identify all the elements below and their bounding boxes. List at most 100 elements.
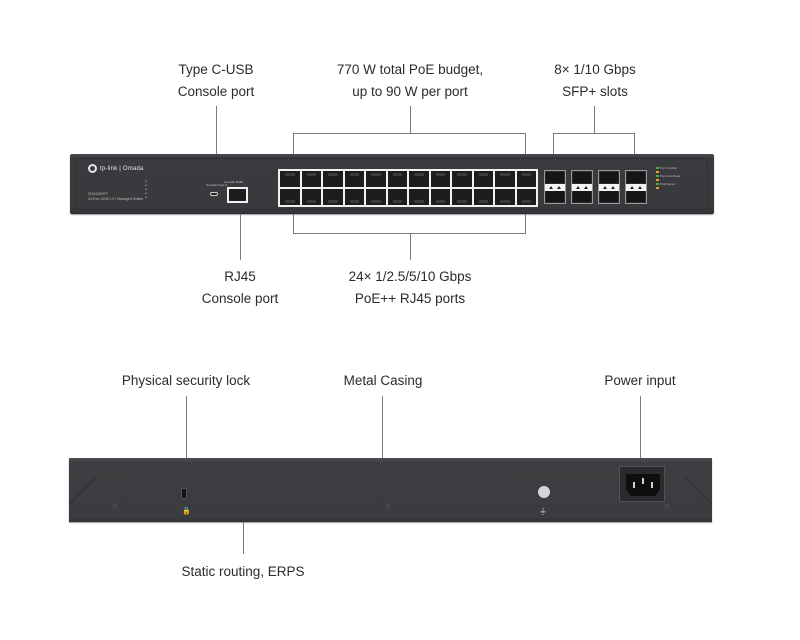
sfp-cage-4 (625, 170, 647, 204)
callout-usb-console: Type C-USB Console port (178, 59, 255, 103)
callout-rj45-ports: 24× 1/2.5/5/10 Gbps PoE++ RJ45 ports (349, 266, 472, 310)
rj45-ports-group-1 (278, 169, 409, 207)
bracket-sfp-right (634, 133, 635, 161)
rj45-port (452, 189, 472, 205)
bracket-rj45-left (293, 214, 294, 233)
rj45-console-label: Console RJ45 (224, 180, 243, 184)
leader-rj45-ports (410, 233, 411, 260)
system-leds: ●●●●● (145, 179, 147, 199)
callout-rj45-ports-line2: PoE++ RJ45 ports (354, 291, 466, 306)
rj45-port (301, 171, 321, 187)
leader-metal-casing (382, 396, 383, 462)
led-legend: Port Link/Act Port Link Mode PoE Status (656, 166, 680, 190)
front-bezel (76, 158, 708, 210)
callout-rj45-console-line1: RJ45 (224, 269, 256, 284)
power-socket-opening (626, 474, 660, 496)
rj45-port (473, 189, 493, 205)
usb-console-label: Console Type-C (206, 183, 228, 187)
led-legend-row (656, 186, 680, 190)
callout-usb-console-line2: Console port (177, 84, 255, 99)
callout-sfp-slots: 8× 1/10 Gbps SFP+ slots (554, 59, 635, 103)
callout-static-routing: Static routing, ERPS (181, 564, 305, 579)
led-legend-row: Port Link Mode (656, 174, 680, 178)
rj45-port (387, 171, 407, 187)
rj45-ports-group-2 (407, 169, 538, 207)
led-legend-row (656, 178, 680, 182)
model-description: 24-Port 10GE L2+ Managed Switch (88, 197, 144, 201)
bracket-rj45-bottom (293, 233, 526, 234)
model-number: SG3428XPP (88, 192, 108, 196)
leader-static-routing (243, 522, 244, 554)
rj45-port (344, 171, 364, 187)
leader-security-lock (186, 396, 187, 490)
ground-screw-icon (538, 486, 550, 498)
left-mount-ear (69, 458, 97, 522)
model-info: SG3428XPP 24-Port 10GE L2+ Managed Switc… (88, 192, 143, 202)
sfp-cage-1 (544, 170, 566, 204)
ground-icon: ⏚ (539, 507, 547, 516)
lock-icon: 🔒 (182, 508, 191, 515)
rj45-port (387, 189, 407, 205)
callout-rj45-ports-line1: 24× 1/2.5/5/10 Gbps (348, 269, 472, 284)
rj45-port (409, 171, 429, 187)
led-legend-row: Port Link/Act (656, 166, 680, 170)
usb-c-console-port (210, 192, 218, 196)
bracket-poe-top (293, 133, 526, 134)
rj45-port (495, 189, 515, 205)
rj45-port (280, 189, 300, 205)
leader-rj45-console (240, 214, 241, 260)
kensington-lock-slot (181, 488, 187, 499)
power-pin (651, 482, 653, 488)
callout-poe-budget-line1: 770 W total PoE budget, (336, 62, 484, 77)
callout-rj45-console-line2: Console port (201, 291, 279, 306)
callout-usb-console-line1: Type C-USB (178, 62, 254, 77)
rj45-port (366, 189, 386, 205)
callout-security-lock: Physical security lock (121, 373, 251, 388)
switch-back-panel: 🔒 ⏚ (69, 458, 712, 522)
rj45-port (452, 171, 472, 187)
rj45-port (366, 171, 386, 187)
right-mount-ear (684, 458, 712, 522)
bracket-poe-right (525, 133, 526, 161)
tplink-logo-icon (88, 164, 97, 173)
power-pin (633, 482, 635, 488)
screw-icon (113, 504, 117, 508)
leader-sfp (594, 106, 595, 133)
bracket-rj45-right (525, 214, 526, 233)
callout-metal-casing: Metal Casing (343, 373, 423, 388)
rj45-port (323, 171, 343, 187)
rj45-port (473, 171, 493, 187)
switch-front-panel: tp-link | Omada SG3428XPP 24-Port 10GE L… (70, 154, 714, 214)
power-socket-icon (619, 466, 665, 502)
rj45-port (516, 189, 536, 205)
sfp-cage-3 (598, 170, 620, 204)
rj45-port (301, 189, 321, 205)
callout-rj45-console: RJ45 Console port (202, 266, 279, 310)
screw-icon (665, 504, 669, 508)
callout-sfp-slots-line1: 8× 1/10 Gbps (554, 62, 636, 77)
callout-poe-budget-line2: up to 90 W per port (352, 84, 468, 99)
callout-poe-budget: 770 W total PoE budget, up to 90 W per p… (337, 59, 483, 103)
callout-sfp-slots-line2: SFP+ slots (562, 84, 628, 99)
rj45-port (495, 171, 515, 187)
bracket-sfp-top (553, 133, 635, 134)
rj45-port (280, 171, 300, 187)
bracket-poe-left (293, 133, 294, 161)
rj45-console-port (227, 187, 248, 203)
rj45-port (516, 171, 536, 187)
leader-power-input (640, 396, 641, 466)
led-legend-row: PoE Status (656, 182, 680, 186)
callout-power-input: Power input (604, 373, 676, 388)
screw-icon (386, 504, 390, 508)
led-legend-row (656, 170, 680, 174)
rj45-port (323, 189, 343, 205)
rj45-port (430, 189, 450, 205)
rj45-port (344, 189, 364, 205)
rj45-port (430, 171, 450, 187)
leader-poe (410, 106, 411, 133)
brand-text: tp-link | Omada (100, 165, 144, 172)
brand-logo: tp-link | Omada (88, 164, 144, 173)
sfp-cage-2 (571, 170, 593, 204)
power-pin (642, 478, 644, 484)
bracket-sfp-left (553, 133, 554, 161)
